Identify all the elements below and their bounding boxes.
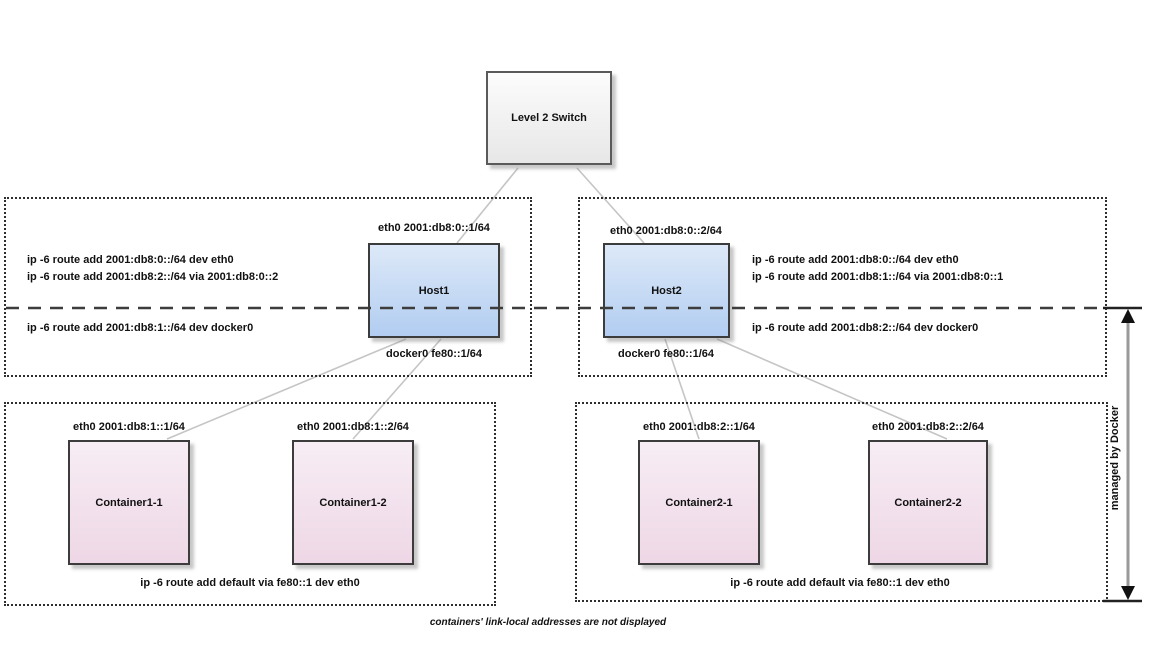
container1-1-label: Container1-1 xyxy=(95,496,163,509)
container1-1-eth0-label: eth0 2001:db8:1::1/64 xyxy=(73,421,185,433)
container2-1-label: Container2-1 xyxy=(665,496,733,509)
route-line: ip -6 route add 2001:db8:0::/64 dev eth0 xyxy=(27,254,234,266)
host1-routes-above: ip -6 route add 2001:db8:0::/64 dev eth0… xyxy=(27,252,278,286)
host1-eth0-label: eth0 2001:db8:0::1/64 xyxy=(378,222,490,234)
host2-zone-border xyxy=(578,197,1107,377)
container2-1-node: Container2-1 xyxy=(638,440,760,565)
route-line: ip -6 route add 2001:db8:2::/64 via 2001… xyxy=(27,271,279,283)
level2-switch-label: Level 2 Switch xyxy=(511,112,587,124)
container2-2-node: Container2-2 xyxy=(868,440,988,565)
host1-route-below: ip -6 route add 2001:db8:1::/64 dev dock… xyxy=(27,320,253,337)
footnote: containers' link-local addresses are not… xyxy=(429,617,667,628)
host1-docker0-label: docker0 fe80::1/64 xyxy=(386,348,482,360)
container2-1-eth0-label: eth0 2001:db8:2::1/64 xyxy=(643,421,755,433)
managed-by-docker-label: managed by Docker xyxy=(1109,405,1121,511)
host2-route-below: ip -6 route add 2001:db8:2::/64 dev dock… xyxy=(752,320,978,337)
route-line: ip -6 route add 2001:db8:0::/64 dev eth0 xyxy=(752,254,959,266)
host2-routes-above: ip -6 route add 2001:db8:0::/64 dev eth0… xyxy=(752,252,1003,286)
docker-zone2-default-route: ip -6 route add default via fe80::1 dev … xyxy=(730,577,950,589)
docker-zone2-border xyxy=(575,402,1108,602)
route-line: ip -6 route add 2001:db8:1::/64 dev dock… xyxy=(27,322,254,334)
container1-2-label: Container1-2 xyxy=(319,496,387,509)
container1-1-node: Container1-1 xyxy=(68,440,190,565)
host1-node: Host1 xyxy=(368,243,500,338)
route-line: ip -6 route add 2001:db8:2::/64 dev dock… xyxy=(752,322,979,334)
container2-2-label: Container2-2 xyxy=(894,496,962,509)
container1-2-node: Container1-2 xyxy=(292,440,414,565)
host2-label: Host2 xyxy=(651,284,682,297)
route-line: ip -6 route add 2001:db8:1::/64 via 2001… xyxy=(752,271,1004,283)
arrow-head-up-icon xyxy=(1121,309,1135,323)
arrow-head-down-icon xyxy=(1121,586,1135,600)
container2-2-eth0-label: eth0 2001:db8:2::2/64 xyxy=(872,421,984,433)
docker-zone1-border xyxy=(4,402,496,606)
docker-zone1-default-route: ip -6 route add default via fe80::1 dev … xyxy=(140,577,360,589)
container1-2-eth0-label: eth0 2001:db8:1::2/64 xyxy=(297,421,409,433)
level2-switch-node: Level 2 Switch xyxy=(486,71,612,165)
host2-docker0-label: docker0 fe80::1/64 xyxy=(618,348,714,360)
host2-node: Host2 xyxy=(603,243,730,338)
host2-eth0-label: eth0 2001:db8:0::2/64 xyxy=(610,225,722,237)
host1-label: Host1 xyxy=(418,284,450,297)
host1-zone-border xyxy=(4,197,532,377)
